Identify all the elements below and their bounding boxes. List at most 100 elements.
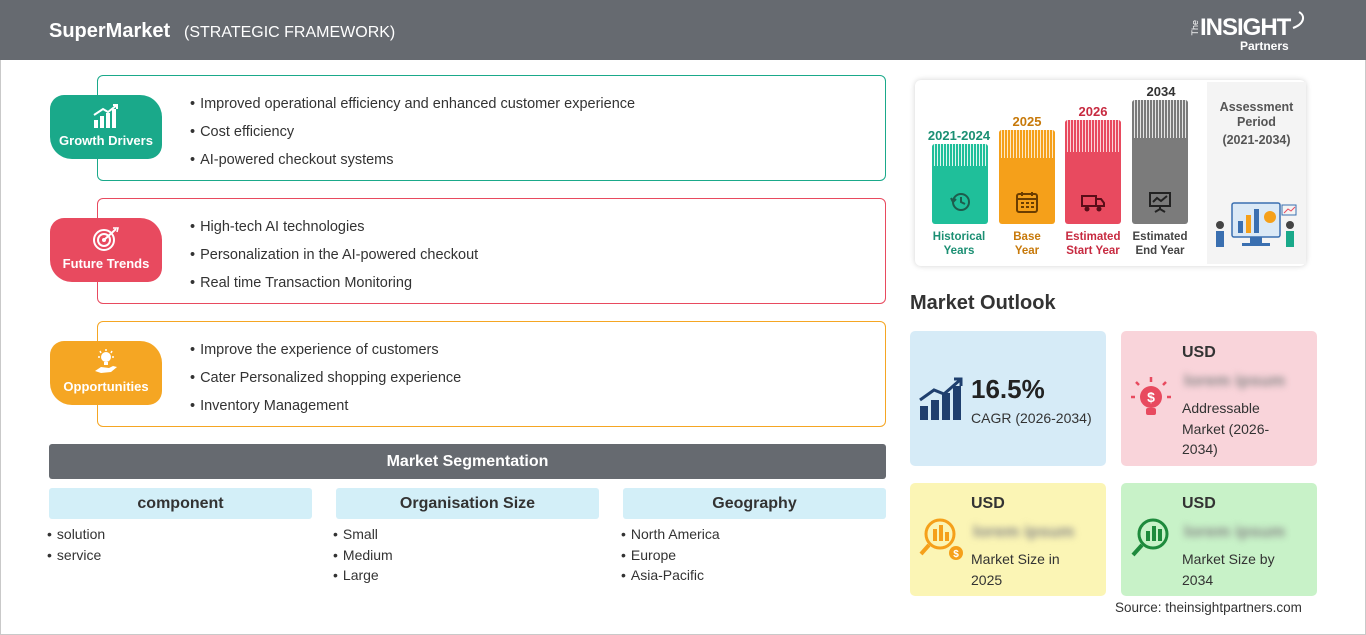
list-item: Large	[333, 565, 393, 586]
addressable-value-blurred: lorem ipsum	[1184, 371, 1286, 390]
source-link[interactable]: Source: theinsightpartners.com	[1115, 600, 1302, 615]
opportunities-label: Opportunities	[63, 379, 149, 394]
start-label-line1: Estimated	[1065, 231, 1121, 243]
opportunities-box: Improve the experience of customers Cate…	[97, 321, 886, 427]
future-trends-label: Future Trends	[62, 256, 150, 271]
addressable-currency: USD	[1182, 344, 1216, 361]
size-2034-label: Market Size by 2034	[1182, 551, 1275, 588]
future-trends-tag: Future Trends	[50, 218, 162, 282]
page-title: SuperMarket	[49, 20, 171, 42]
timeline-bar-base	[999, 130, 1055, 224]
rising-bars-icon	[919, 377, 963, 420]
assessment-period-panel: Assessment Period (2021-2034)	[1207, 82, 1306, 264]
end-label-line1: Estimated	[1132, 231, 1188, 243]
list-item: Improved operational efficiency and enha…	[190, 90, 635, 118]
timeline-label-end: Estimated End Year	[1120, 230, 1200, 258]
list-item: Inventory Management	[190, 392, 461, 420]
start-year-text: 2026	[1078, 104, 1108, 119]
size-2034-value-blurred: lorem ipsum	[1184, 522, 1286, 541]
timeline-bar-start	[1065, 120, 1121, 224]
size-2025-currency: USD	[971, 495, 1005, 512]
segment-list-organisation-size: Small Medium Large	[333, 524, 393, 586]
size-2025-label: Market Size in 2025	[971, 551, 1060, 588]
logo-insight: INSIGHT	[1200, 14, 1291, 41]
segment-heading-geography: Geography	[623, 488, 886, 519]
list-item: High-tech AI technologies	[190, 213, 478, 241]
list-item: solution	[47, 524, 105, 545]
timeline-label-start: Estimated Start Year	[1053, 230, 1133, 258]
list-item: Improve the experience of customers	[190, 336, 461, 364]
list-item: Europe	[621, 545, 720, 566]
timeline-label-base: Base Year	[987, 230, 1067, 258]
segment-list-component: solution service	[47, 524, 105, 565]
timeline-bar-historical	[932, 144, 988, 224]
logo-the: The	[1190, 20, 1200, 36]
list-item: Real time Transaction Monitoring	[190, 269, 478, 297]
market-size-2034-card: USD lorem ipsum Market Size by 2034	[1121, 483, 1317, 596]
list-item: Cater Personalized shopping experience	[190, 364, 461, 392]
timeline-year-start: 2026	[1053, 104, 1133, 119]
truck-icon	[1081, 195, 1105, 212]
cagr-value: 16.5%	[971, 374, 1045, 404]
assessment-period-title: Assessment Period	[1207, 100, 1306, 130]
historical-label-line2: Years	[943, 245, 975, 257]
opportunities-list: Improve the experience of customers Cate…	[190, 336, 461, 420]
list-item: Asia-Pacific	[621, 565, 720, 586]
timeline-year-base: 2025	[987, 114, 1067, 129]
addressable-market-card: $ USD lorem ipsum Addressable Market (20…	[1121, 331, 1317, 466]
barcode-stripes	[999, 130, 1055, 158]
analytics-people-icon	[1216, 202, 1297, 247]
segment-list-geography: North America Europe Asia-Pacific	[621, 524, 720, 586]
assessment-title-text: Assessment Period	[1219, 100, 1294, 129]
target-icon	[93, 227, 119, 251]
market-outlook-title: Market Outlook	[910, 292, 1056, 314]
historical-label-line1: Historical	[932, 231, 986, 243]
growth-drivers-label: Growth Drivers	[59, 133, 153, 148]
timeline-bar-end	[1132, 100, 1188, 224]
svg-text:$: $	[953, 549, 959, 560]
magnifier-chart-icon	[1131, 518, 1169, 557]
growth-chart-icon	[93, 104, 118, 128]
segmentation-title: Market Segmentation	[49, 444, 886, 479]
segment-heading-component: component	[49, 488, 312, 519]
list-item: Cost efficiency	[190, 118, 635, 146]
addressable-label: Addressable Market (2026-2034)	[1182, 400, 1270, 457]
start-label-line2: Start Year	[1066, 245, 1120, 257]
cagr-card: 16.5% CAGR (2026-2034)	[910, 331, 1106, 466]
end-year-text: 2034	[1146, 84, 1176, 99]
lightbulb-hand-icon	[95, 349, 117, 373]
list-item: Medium	[333, 545, 393, 566]
growth-drivers-tag: Growth Drivers	[50, 95, 162, 159]
growth-drivers-box: Improved operational efficiency and enha…	[97, 75, 886, 181]
opportunities-tag: Opportunities	[50, 341, 162, 405]
magnifier-coin-icon: $	[919, 518, 963, 560]
historical-year-text: 2021-2024	[927, 128, 991, 143]
cagr-label: CAGR (2026-2034)	[971, 410, 1092, 426]
idea-dollar-icon: $	[1131, 377, 1171, 415]
assessment-period-range: (2021-2034)	[1222, 133, 1291, 147]
logo-partners: Partners	[1240, 39, 1289, 53]
list-item: Small	[333, 524, 393, 545]
market-size-2025-card: $ USD lorem ipsum Market Size in 2025	[910, 483, 1106, 596]
svg-text:$: $	[1147, 389, 1155, 405]
logo-swoosh-icon	[1292, 11, 1305, 29]
company-logo[interactable]: The INSIGHT Partners	[1190, 8, 1310, 54]
list-item: AI-powered checkout systems	[190, 146, 635, 174]
presentation-icon	[1149, 192, 1171, 213]
size-2025-value-blurred: lorem ipsum	[973, 522, 1075, 541]
end-label-line2: End Year	[1135, 245, 1185, 257]
base-year-text: 2025	[1012, 114, 1042, 129]
base-label-line2: Year	[1014, 245, 1040, 257]
calendar-icon	[1016, 192, 1038, 213]
barcode-stripes	[1065, 120, 1121, 152]
growth-drivers-list: Improved operational efficiency and enha…	[190, 90, 635, 174]
timeline-label-historical: Historical Years	[919, 230, 999, 258]
list-item: Personalization in the AI-powered checko…	[190, 241, 478, 269]
segment-heading-organisation-size: Organisation Size	[336, 488, 599, 519]
barcode-stripes	[932, 144, 988, 166]
timeline-year-historical: 2021-2024	[919, 128, 999, 143]
size-2034-currency: USD	[1182, 495, 1216, 512]
list-item: service	[47, 545, 105, 566]
barcode-stripes	[1132, 100, 1188, 138]
header-bar: SuperMarket (STRATEGIC FRAMEWORK) The IN…	[0, 0, 1366, 60]
